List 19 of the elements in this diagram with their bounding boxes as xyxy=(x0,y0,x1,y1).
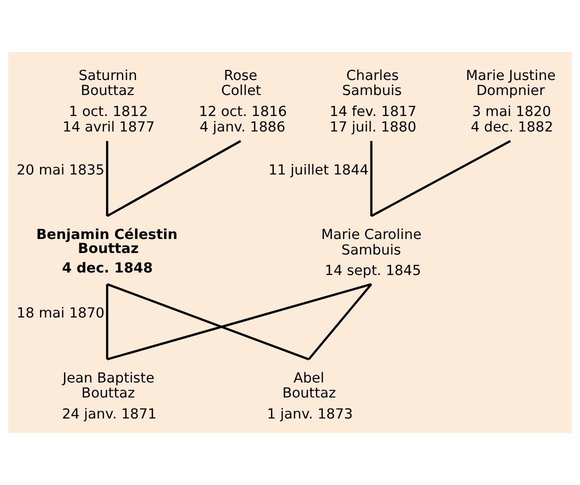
connector xyxy=(106,283,310,360)
connector xyxy=(106,283,372,360)
connector xyxy=(106,141,108,216)
node-text: Abel Bouttaz 1 janv. 1873 xyxy=(267,370,353,422)
node-text: Marie Justine Dompnier 3 mai 1820 4 dec. 1882 xyxy=(466,68,556,136)
connector xyxy=(106,140,242,218)
edge-label: 20 mai 1835 xyxy=(16,162,104,178)
connector xyxy=(106,284,108,360)
edge-label: 18 mai 1870 xyxy=(16,306,104,322)
edge-label: 11 juillet 1844 xyxy=(268,162,369,178)
connector xyxy=(370,141,372,216)
connector xyxy=(370,140,511,218)
node-text: Saturnin Bouttaz 1 oct. 1812 14 avril 1877 xyxy=(62,68,155,136)
connector xyxy=(308,284,372,360)
node-text: Rose Collet 12 oct. 1816 4 janv. 1886 xyxy=(198,68,287,136)
node-text: Charles Sambuis 14 fev. 1817 17 juil. 1880 xyxy=(330,68,416,136)
node-text: Jean Baptiste Bouttaz 24 janv. 1871 xyxy=(62,370,157,422)
node-text: Benjamin Célestin Bouttaz 4 dec. 1848 xyxy=(36,227,178,276)
node-text: Marie Caroline Sambuis 14 sept. 1845 xyxy=(321,227,422,280)
